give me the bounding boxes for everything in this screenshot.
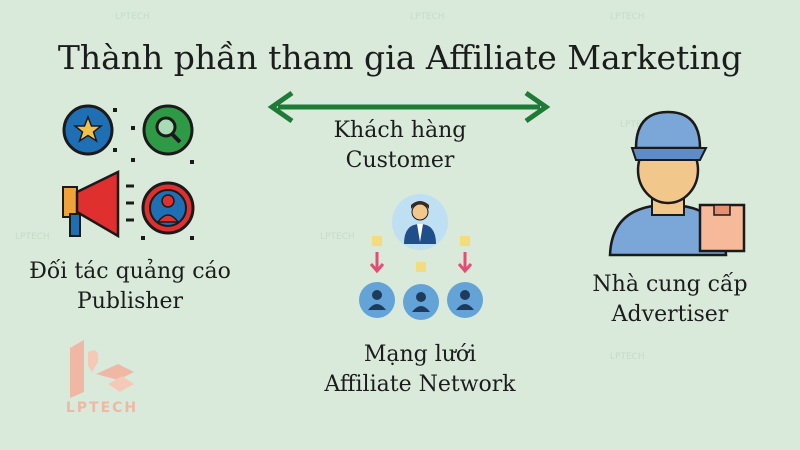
watermark: LPTECH — [115, 12, 150, 22]
dot-connectors — [113, 108, 194, 240]
publisher-icon — [62, 104, 195, 240]
square-yellow — [416, 262, 426, 272]
square-yellow — [460, 236, 470, 246]
arrow-down-icon — [369, 252, 473, 274]
magnifier-icon — [142, 104, 194, 156]
logo-text: LPTECH — [65, 400, 139, 416]
delivery-person-icon — [608, 110, 746, 257]
double-arrow — [267, 90, 551, 124]
customer-label: Khách hàng Customer — [300, 116, 500, 176]
network-label-en: Affiliate Network — [324, 372, 516, 397]
network-icon — [359, 194, 483, 320]
watermark: LPTECH — [610, 12, 645, 22]
network-label: Mạng lưới Affiliate Network — [270, 340, 570, 400]
lptech-logo — [70, 340, 134, 398]
customer-label-vi: Khách hàng — [333, 118, 467, 143]
publisher-label: Đối tác quảng cáo Publisher — [0, 257, 260, 317]
watermark: LPTECH — [610, 352, 645, 362]
star-icon — [62, 104, 114, 156]
user-circle-icon — [141, 181, 195, 235]
watermark: LPTECH — [620, 120, 655, 130]
watermark: LPTECH — [320, 232, 355, 242]
watermark: LPTECH — [410, 12, 445, 22]
watermark: LPTECH — [15, 232, 50, 242]
customer-label-en: Customer — [345, 148, 455, 173]
network-bottom-nodes — [359, 282, 483, 320]
network-label-vi: Mạng lưới — [363, 342, 477, 367]
diagram-title: Thành phần tham gia Affiliate Marketing — [57, 38, 743, 77]
square-yellow — [372, 236, 382, 246]
advertiser-label-en: Advertiser — [611, 302, 729, 327]
megaphone-icon — [62, 169, 134, 239]
advertiser-label: Nhà cung cấp Advertiser — [570, 270, 770, 330]
advertiser-label-vi: Nhà cung cấp — [592, 272, 748, 297]
publisher-label-vi: Đối tác quảng cáo — [29, 259, 231, 284]
publisher-label-en: Publisher — [76, 289, 184, 314]
